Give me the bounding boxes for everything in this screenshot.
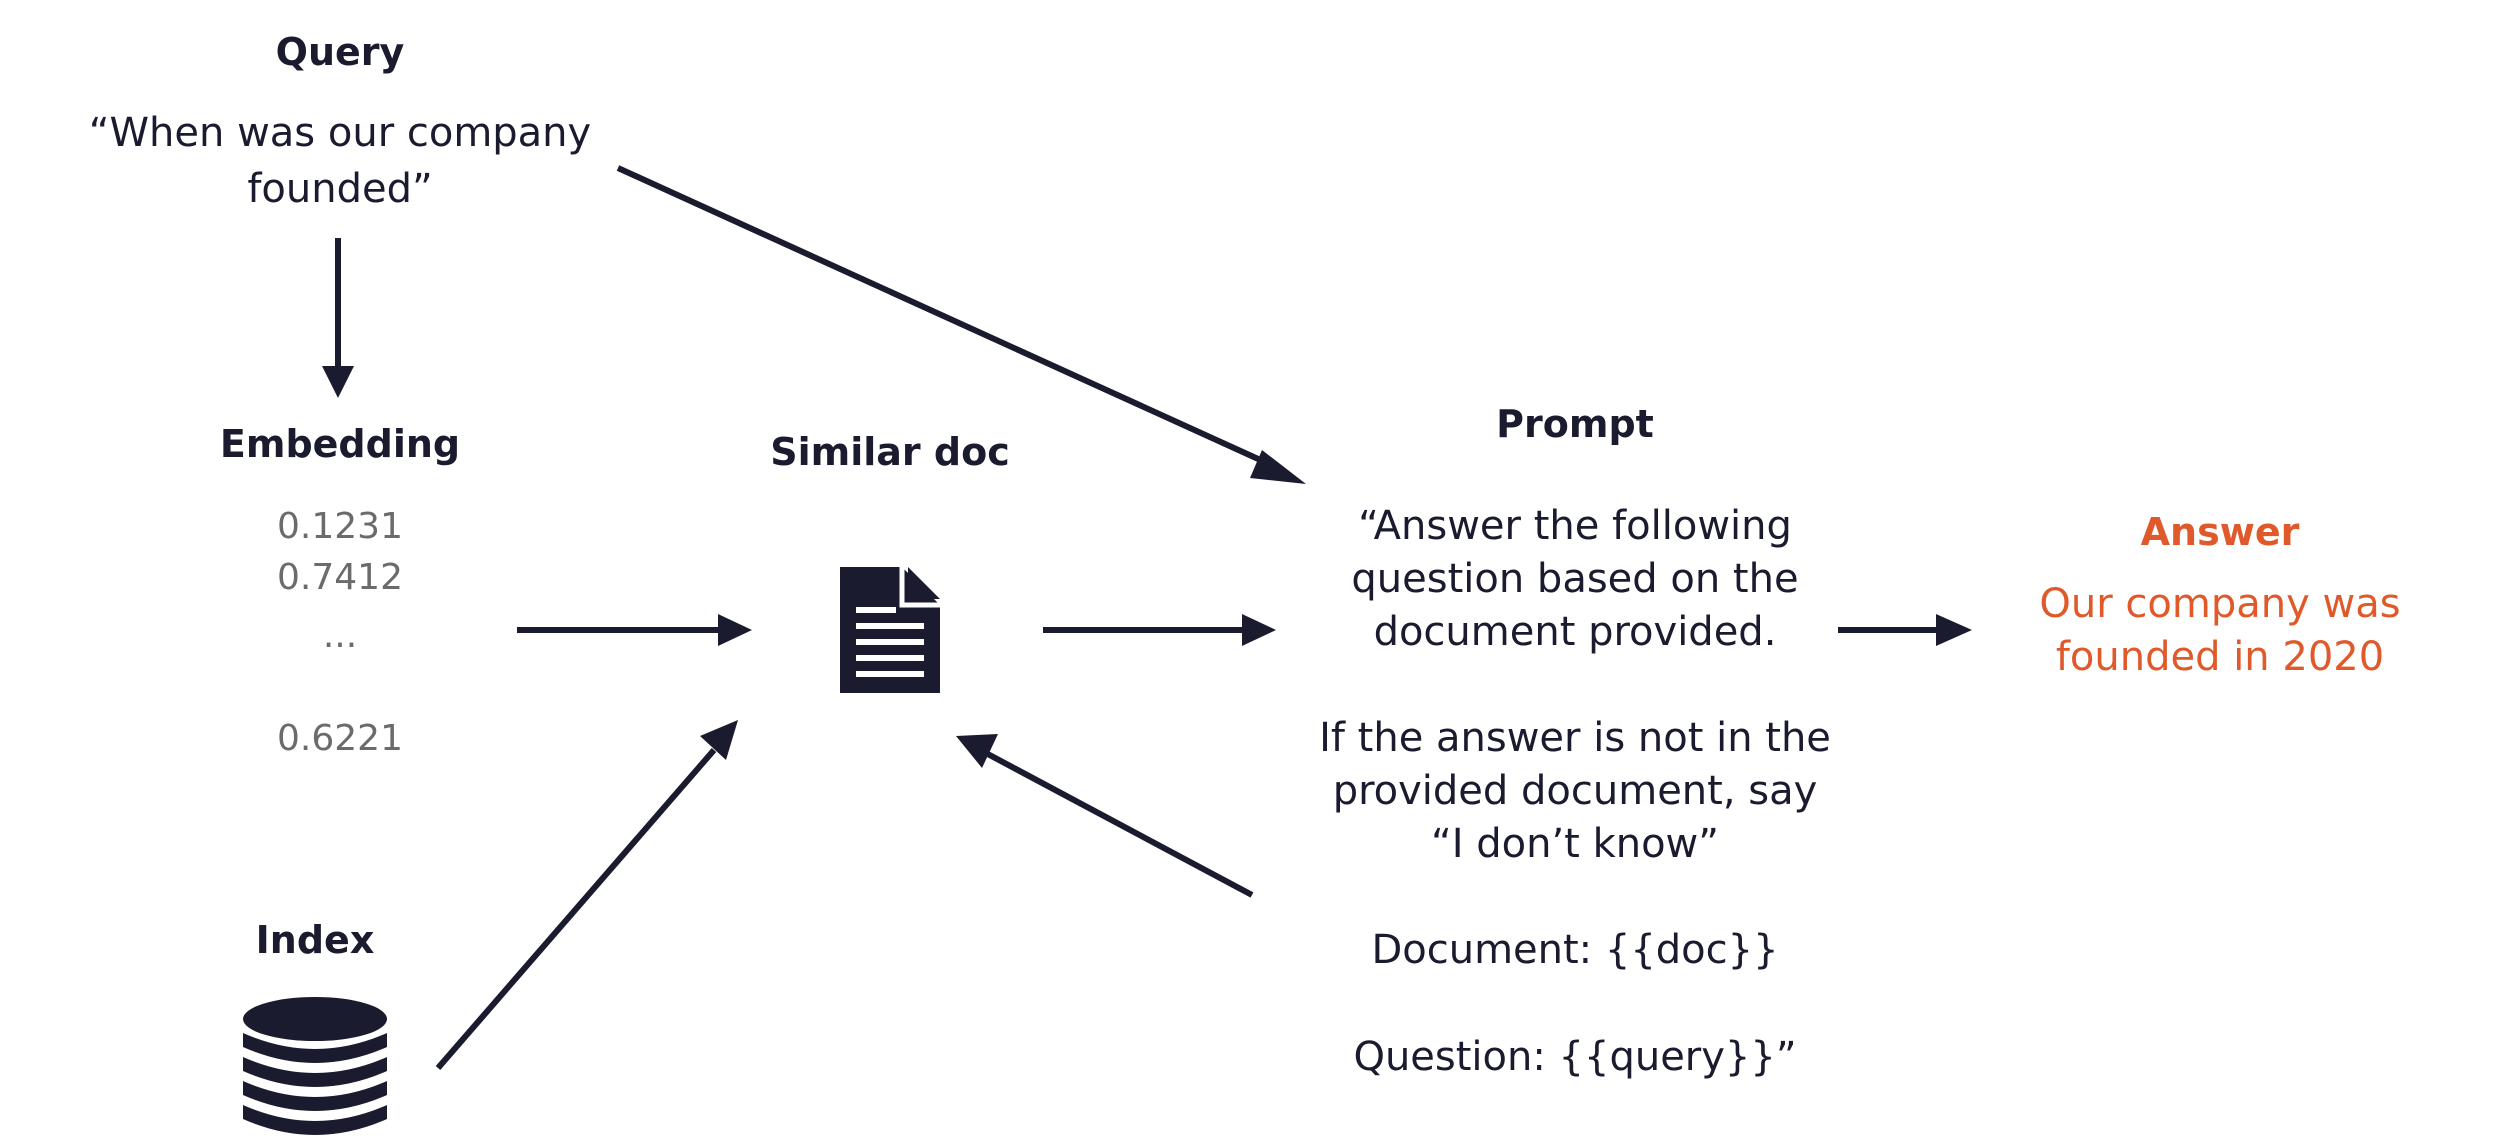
prompt-query-line: Question: {{query}}” <box>1353 1034 1797 1080</box>
answer-title: Answer <box>2140 510 2300 554</box>
embedding-value-1: 0.1231 <box>277 506 403 547</box>
arrow-prompt-to-answer <box>1838 614 1972 646</box>
query-title: Query <box>275 30 405 74</box>
prompt-line-2: question based on the <box>1351 556 1799 602</box>
similar-doc-title: Similar doc <box>770 430 1010 474</box>
embedding-value-2: 0.7412 <box>277 557 403 598</box>
embedding-title: Embedding <box>219 422 461 466</box>
answer-line-1: Our company was <box>2039 581 2401 627</box>
arrow-index-to-similar-doc <box>435 720 738 1070</box>
document-icon <box>840 567 940 693</box>
prompt-line-3: document provided. <box>1373 609 1777 655</box>
prompt-doc-line: Document: {{doc}} <box>1371 927 1779 973</box>
arrow-prompt-to-similar-doc <box>956 734 1254 898</box>
prompt-line-1: “Answer the following <box>1358 503 1792 549</box>
prompt-line-5: provided document, say <box>1332 768 1818 814</box>
arrow-similar-doc-to-prompt <box>1043 614 1276 646</box>
prompt-title: Prompt <box>1496 402 1654 446</box>
embedding-value-last: 0.6221 <box>277 718 403 759</box>
query-text-line-1: “When was our company <box>88 110 592 156</box>
prompt-line-6: “I don’t know” <box>1431 821 1719 867</box>
database-icon <box>240 995 390 1146</box>
embedding-ellipsis: ... <box>322 615 358 656</box>
index-title: Index <box>255 918 375 962</box>
prompt-line-4: If the answer is not in the <box>1319 715 1831 761</box>
arrow-embedding-to-similar-doc <box>517 614 752 646</box>
query-text-line-2: founded” <box>247 166 433 212</box>
arrow-query-to-embedding <box>322 238 354 398</box>
arrow-query-to-prompt <box>616 165 1306 484</box>
answer-line-2: founded in 2020 <box>2055 634 2385 680</box>
